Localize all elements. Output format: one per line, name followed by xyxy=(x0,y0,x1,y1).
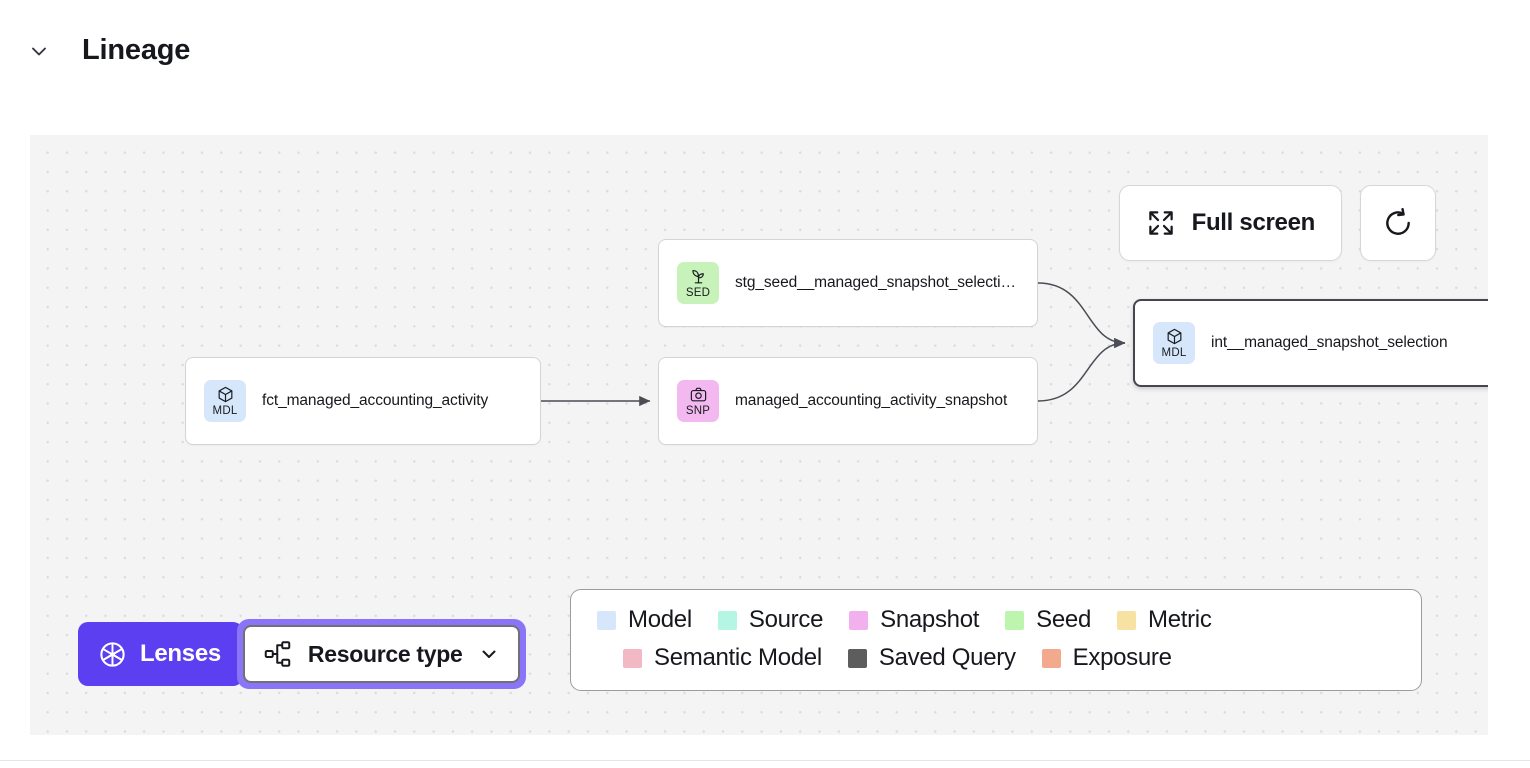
legend-item: Metric xyxy=(1117,606,1212,634)
legend-label: Exposure xyxy=(1072,644,1172,671)
lineage-bottom-controls: Lenses Resource type xyxy=(78,619,526,689)
snapshot-badge: SNP xyxy=(677,380,719,422)
badge-abbr: MDL xyxy=(1161,347,1187,359)
legend-swatch-snapshot xyxy=(849,610,869,630)
seed-badge: SED xyxy=(677,262,719,304)
legend-label: Saved Query xyxy=(878,644,1016,671)
legend-item: Saved Query xyxy=(847,644,1016,672)
legend-swatch-seed xyxy=(1005,610,1025,630)
lineage-legend: Model Source Snapshot Seed Metric S xyxy=(570,589,1422,691)
badge-abbr: SED xyxy=(685,287,711,299)
legend-swatch-source xyxy=(717,610,737,630)
lenses-label: Lenses xyxy=(140,640,221,667)
page-title: Lineage xyxy=(82,34,191,66)
cube-icon xyxy=(1167,328,1181,345)
lineage-node-snapshot-snp[interactable]: SNP managed_accounting_activity_snapshot xyxy=(658,357,1038,445)
chevron-down-icon[interactable] xyxy=(26,38,52,64)
legend-item: Exposure xyxy=(1041,644,1172,672)
legend-swatch-metric xyxy=(1117,610,1136,630)
legend-item: Source xyxy=(717,606,824,634)
full-screen-button[interactable]: Full screen xyxy=(1118,185,1342,261)
node-label: fct_managed_accounting_activity xyxy=(262,392,489,409)
legend-item: Semantic Model xyxy=(623,644,822,672)
camera-icon xyxy=(690,387,706,402)
lineage-node-seed-stg[interactable]: SED stg_seed__managed_snapshot_selecti… xyxy=(658,239,1038,327)
legend-swatch-model xyxy=(597,610,616,630)
node-label: int__managed_snapshot_selection xyxy=(1211,334,1448,351)
resource-type-focus-ring: Resource type xyxy=(236,619,526,689)
legend-item: Model xyxy=(597,606,692,634)
hierarchy-icon xyxy=(264,641,291,667)
legend-item: Snapshot xyxy=(849,606,979,634)
lineage-node-model-fct[interactable]: MDL fct_managed_accounting_activity xyxy=(185,357,541,445)
badge-abbr: MDL xyxy=(212,405,238,417)
legend-row-secondary: Semantic Model Saved Query Exposure xyxy=(597,644,1395,672)
section-divider xyxy=(0,760,1530,761)
legend-label: Semantic Model xyxy=(654,644,822,671)
sprout-icon xyxy=(691,269,704,284)
legend-row-primary: Model Source Snapshot Seed Metric xyxy=(597,606,1395,634)
legend-swatch-saved-query xyxy=(847,648,867,668)
lenses-button[interactable]: Lenses xyxy=(78,622,243,686)
legend-label: Metric xyxy=(1148,606,1212,633)
lineage-node-model-int-selected[interactable]: MDL int__managed_snapshot_selection xyxy=(1133,299,1488,387)
expand-icon xyxy=(1148,211,1173,235)
legend-label: Snapshot xyxy=(880,606,980,633)
legend-label: Seed xyxy=(1036,606,1091,633)
refresh-button[interactable] xyxy=(1360,185,1436,261)
chevron-down-icon xyxy=(482,650,496,658)
model-badge: MDL xyxy=(204,380,246,422)
canvas-toolbar: Full screen xyxy=(1118,185,1436,261)
aperture-icon xyxy=(100,641,125,667)
cube-icon xyxy=(218,386,232,403)
lineage-section-header: Lineage xyxy=(0,0,1530,100)
badge-abbr: SNP xyxy=(685,405,711,417)
legend-label: Model xyxy=(628,606,692,633)
refresh-icon xyxy=(1386,207,1410,235)
edge-stg-to-int xyxy=(1037,282,1126,349)
node-label: managed_accounting_activity_snapshot xyxy=(735,392,1008,409)
legend-swatch-exposure xyxy=(1041,648,1061,668)
full-screen-label: Full screen xyxy=(1191,209,1316,236)
node-label: stg_seed__managed_snapshot_selecti… xyxy=(735,274,1016,291)
legend-label: Source xyxy=(748,606,824,633)
legend-swatch-semantic-model xyxy=(623,648,642,668)
resource-type-dropdown[interactable]: Resource type xyxy=(242,625,520,683)
lineage-canvas[interactable]: MDL fct_managed_accounting_activity SED … xyxy=(30,135,1488,735)
edge-snp-to-int xyxy=(1037,337,1126,402)
resource-type-label: Resource type xyxy=(307,640,463,667)
legend-item: Seed xyxy=(1005,606,1091,634)
model-badge: MDL xyxy=(1153,322,1195,364)
